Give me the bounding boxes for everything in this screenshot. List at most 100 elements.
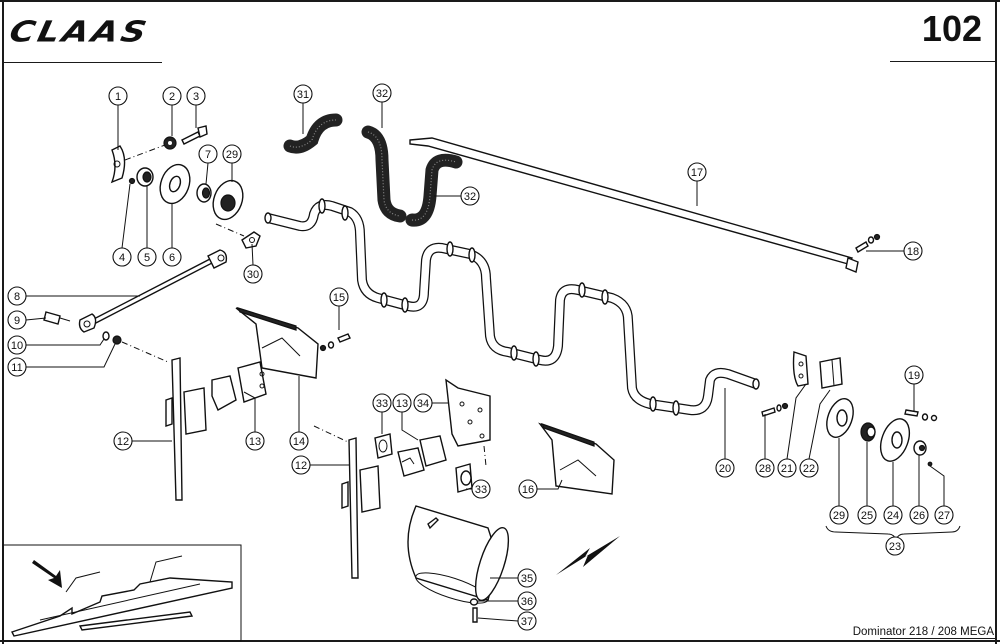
callout-number: 23 — [889, 541, 901, 553]
guide-plate-part-16 — [538, 422, 615, 495]
hose-part-32a — [361, 125, 407, 223]
callout-20: 20 — [715, 388, 735, 478]
knife-holder-part-12a — [165, 357, 207, 501]
hose-part-32b — [405, 153, 463, 227]
cover-tube-part-35 — [407, 505, 510, 604]
nut-part-11 — [112, 335, 122, 345]
callout-14: 14 — [289, 376, 309, 451]
inset-detail-view — [2, 544, 242, 642]
mounting-plate-part-34 — [445, 378, 491, 447]
callout-number: 3 — [193, 91, 199, 103]
callout-circle — [291, 455, 311, 475]
callout-number: 4 — [119, 252, 125, 264]
bracket-part-22 — [819, 357, 843, 389]
frame-right-border — [995, 0, 997, 644]
callout-7: 7 — [198, 144, 218, 185]
callout-circle — [7, 357, 27, 377]
leader-line — [243, 391, 256, 432]
callout-number: 31 — [297, 89, 309, 101]
callout-circle — [934, 505, 954, 525]
callout-29: 29 — [222, 144, 242, 182]
bearing-nut-part-5 — [136, 167, 154, 187]
nut-part-2 — [163, 136, 177, 150]
model-caption: Dominator 218 / 208 MEGA — [852, 626, 994, 638]
header-rule-left — [2, 62, 162, 63]
assembly-line — [215, 223, 245, 237]
drive-bar-part-17 — [409, 137, 859, 273]
callout-5: 5 — [137, 186, 157, 267]
callout-number: 30 — [247, 269, 259, 281]
bolt-part-18 — [855, 233, 881, 253]
flange-plate-part-1 — [110, 145, 126, 184]
callout-number: 33 — [475, 484, 487, 496]
grease-nipple-part-4 — [128, 177, 136, 185]
callout-23: 23 — [885, 536, 905, 556]
callout-circle — [518, 479, 538, 499]
callout-9: 9 — [7, 310, 47, 330]
callout-number: 33 — [376, 398, 388, 410]
grease-nipple-part-27 — [927, 461, 933, 467]
callout-1: 1 — [108, 86, 128, 150]
callout-33: 33 — [466, 479, 491, 499]
callout-circle — [372, 83, 392, 103]
callout-number: 17 — [691, 167, 703, 179]
callout-number: 32 — [376, 88, 388, 100]
callout-number: 29 — [833, 510, 845, 522]
callout-number: 12 — [295, 460, 307, 472]
callout-13: 13 — [392, 393, 419, 441]
callout-number: 6 — [169, 252, 175, 264]
callout-6: 6 — [162, 204, 182, 267]
callout-number: 35 — [521, 573, 533, 585]
callout-number: 34 — [417, 398, 429, 410]
bolt-part-3 — [181, 125, 208, 145]
assembly-line — [483, 445, 487, 467]
callout-37: 37 — [477, 611, 537, 631]
callout-circle — [715, 458, 735, 478]
callout-number: 25 — [861, 510, 873, 522]
callout-33: 33 — [372, 393, 392, 434]
callout-number: 20 — [719, 463, 731, 475]
assembly-line — [121, 341, 169, 363]
callout-number: 12 — [117, 436, 129, 448]
callout-26: 26 — [909, 455, 929, 525]
callout-circle — [293, 84, 313, 104]
guide-plate-part-14 — [235, 307, 319, 379]
knife-holder-part-12b — [341, 437, 381, 579]
callout-number: 19 — [908, 370, 920, 382]
leader-line — [786, 383, 807, 460]
callout-circle — [857, 505, 877, 525]
frame-top-border — [0, 0, 1000, 2]
bolt-part-15 — [319, 333, 351, 352]
callout-4: 4 — [112, 183, 132, 267]
callout-number: 21 — [781, 463, 793, 475]
crank-shaft-part-20 — [264, 198, 760, 416]
callout-12: 12 — [113, 431, 172, 451]
hose-part-31 — [283, 113, 343, 154]
callout-circle — [113, 431, 133, 451]
callout-circle — [108, 86, 128, 106]
leader-line — [121, 183, 131, 249]
callout-number: 10 — [11, 340, 23, 352]
frame-bottom-border — [0, 640, 1000, 642]
callout-8: 8 — [7, 286, 140, 306]
callout-circle — [904, 365, 924, 385]
callout-circle — [799, 458, 819, 478]
callout-circle — [392, 393, 412, 413]
callout-17: 17 — [687, 162, 707, 206]
leader-line — [26, 338, 105, 346]
callout-circle — [909, 505, 929, 525]
assembly-line — [124, 144, 166, 161]
callout-number: 24 — [887, 510, 899, 522]
callout-circle — [413, 393, 433, 413]
callout-number: 22 — [803, 463, 815, 475]
bolt-part-9 — [43, 311, 71, 325]
callout-circle — [7, 286, 27, 306]
header-rule-right — [890, 61, 996, 62]
callout-circle — [687, 162, 707, 182]
callout-27: 27 — [929, 465, 954, 525]
callout-circle — [903, 241, 923, 261]
callout-number: 2 — [169, 91, 175, 103]
callout-number: 13 — [396, 398, 408, 410]
bearing-part-7 — [196, 183, 212, 203]
